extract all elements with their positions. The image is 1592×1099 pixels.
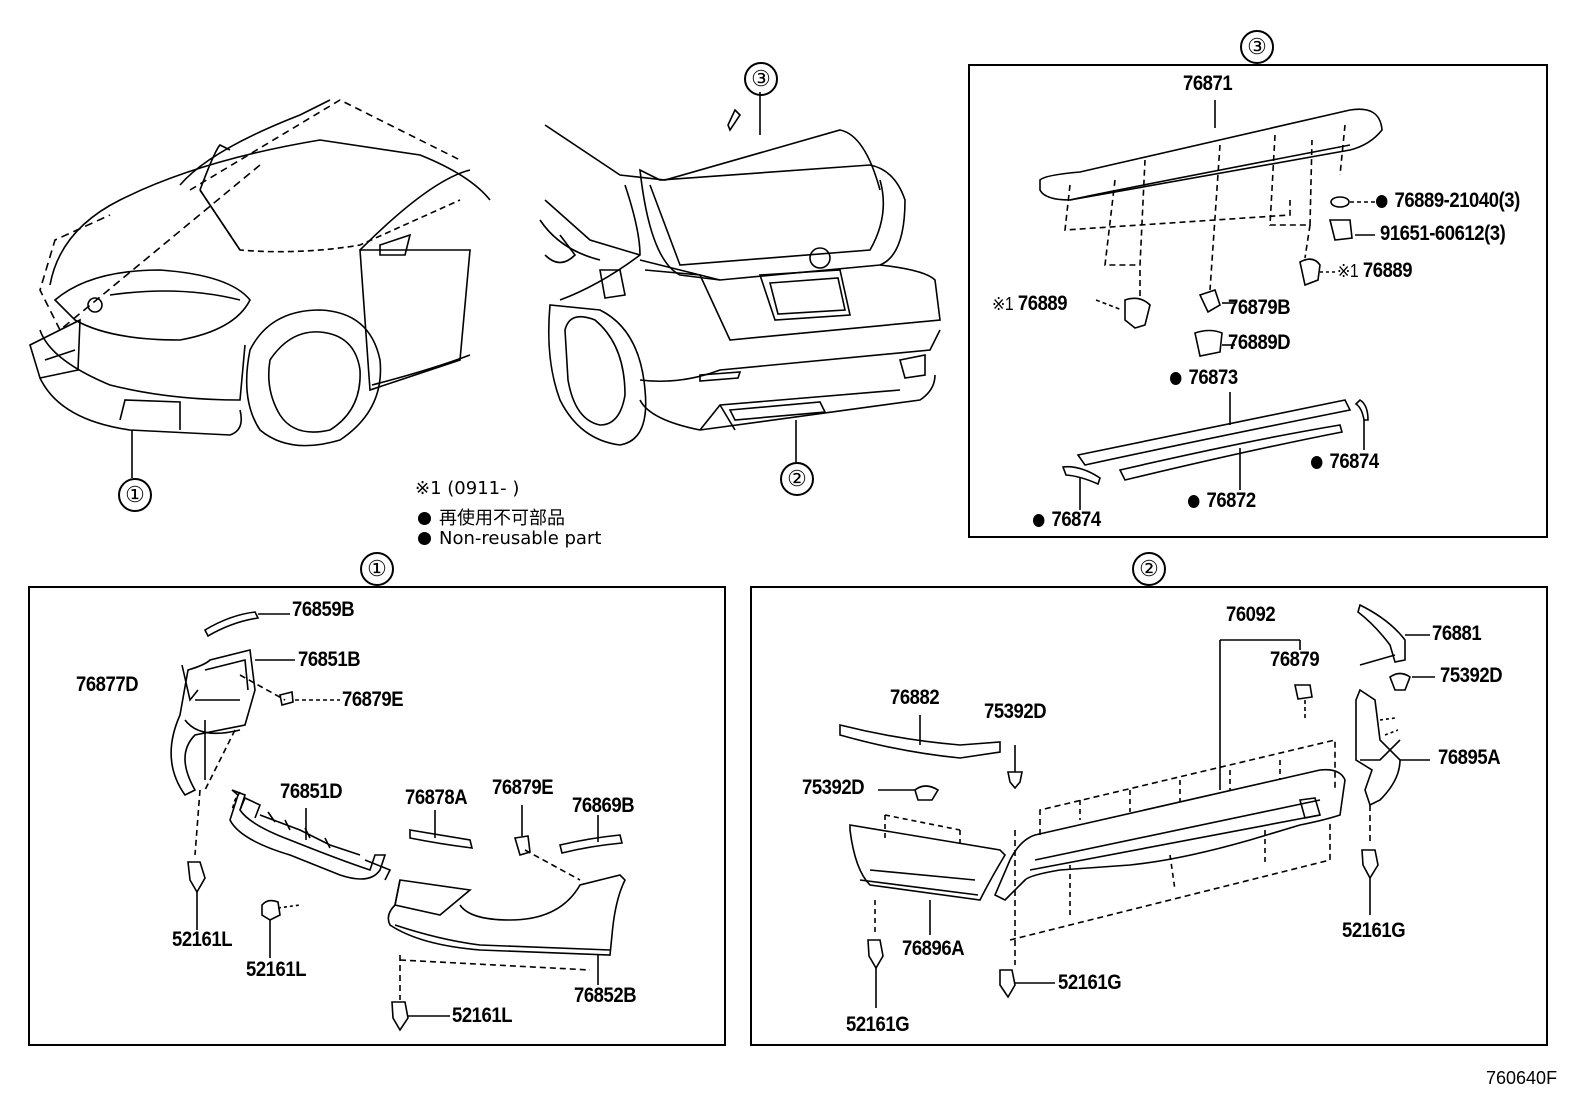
label-76889-right: ※1 76889 bbox=[1337, 259, 1413, 283]
box-front-detail bbox=[28, 586, 726, 1046]
bullet-icon bbox=[1170, 372, 1182, 385]
callout-3-rear-car: ③ bbox=[744, 62, 778, 96]
callout-3-box: ③ bbox=[1240, 30, 1274, 64]
label-76869b: 76869B bbox=[572, 794, 635, 817]
label-76877d: 76877D bbox=[76, 673, 139, 696]
legend-jp-text: 再使用不可部品 bbox=[439, 508, 565, 529]
label-76871: 76871 bbox=[1183, 72, 1233, 95]
legend-note: ※1 (0911- ) bbox=[415, 478, 519, 499]
label-75392d-c: 75392D bbox=[802, 776, 865, 799]
label-52161l-c: 52161L bbox=[452, 1004, 513, 1027]
label-52161l-a: 52161L bbox=[172, 928, 233, 951]
label-76874-right-text: 76874 bbox=[1329, 450, 1379, 473]
callout-1-box: ① bbox=[360, 552, 394, 586]
bullet-icon bbox=[1376, 195, 1388, 208]
label-52161g-a: 52161G bbox=[1342, 919, 1406, 942]
bullet-icon bbox=[1033, 514, 1045, 527]
label-76872-text: 76872 bbox=[1206, 489, 1256, 512]
box3-artwork bbox=[1039, 100, 1383, 510]
label-76896a: 76896A bbox=[902, 937, 965, 960]
box2-artwork bbox=[839, 603, 1435, 1008]
label-76878a: 76878A bbox=[405, 786, 468, 809]
label-76882: 76882 bbox=[890, 686, 940, 709]
label-52161g-c: 52161G bbox=[846, 1013, 910, 1036]
label-76852b: 76852B bbox=[574, 984, 637, 1007]
callout-2-rear-car: ② bbox=[780, 462, 814, 496]
box1-artwork bbox=[170, 611, 626, 1032]
front-car-illustration bbox=[29, 99, 491, 478]
label-76881: 76881 bbox=[1432, 622, 1482, 645]
box-rear-detail bbox=[750, 586, 1548, 1046]
bullet-icon bbox=[1188, 495, 1200, 508]
label-75392d-b: 75392D bbox=[984, 700, 1047, 723]
label-76879: 76879 bbox=[1270, 648, 1320, 671]
label-76874-right: 76874 bbox=[1311, 450, 1379, 474]
label-52161l-b: 52161L bbox=[246, 958, 307, 981]
legend-note-range: (0911- ) bbox=[447, 478, 520, 499]
bullet-icon bbox=[418, 532, 431, 545]
label-76895a: 76895A bbox=[1438, 746, 1501, 769]
label-76851d: 76851D bbox=[280, 780, 343, 803]
label-76889-21040: 76889-21040(3) bbox=[1376, 189, 1520, 213]
label-76859b: 76859B bbox=[292, 598, 355, 621]
callout-2-box: ② bbox=[1132, 552, 1166, 586]
label-76889d: 76889D bbox=[1228, 331, 1291, 354]
label-76889-21040-text: 76889-21040(3) bbox=[1394, 189, 1520, 212]
label-76889-left-text: 76889 bbox=[1017, 292, 1068, 315]
label-76874-left-text: 76874 bbox=[1051, 508, 1101, 531]
bullet-icon bbox=[418, 512, 431, 525]
label-76874-left: 76874 bbox=[1033, 508, 1101, 532]
label-76889-right-text: 76889 bbox=[1362, 259, 1413, 282]
label-75392d-a: 75392D bbox=[1440, 664, 1503, 687]
label-91651: 91651-60612(3) bbox=[1380, 222, 1506, 245]
label-76889-left: ※1 76889 bbox=[992, 292, 1068, 316]
label-76092: 76092 bbox=[1226, 603, 1276, 626]
label-76851b: 76851B bbox=[298, 648, 361, 671]
legend-en: Non-reusable part bbox=[418, 528, 601, 549]
label-52161g-b: 52161G bbox=[1058, 971, 1122, 994]
legend-note-prefix: ※1 bbox=[415, 478, 442, 499]
label-76873: 76873 bbox=[1170, 366, 1238, 390]
mark-1: ※1 bbox=[992, 294, 1014, 314]
legend-jp: 再使用不可部品 bbox=[418, 504, 565, 530]
bullet-icon bbox=[1311, 456, 1323, 469]
rear-car-illustration bbox=[539, 92, 941, 462]
box-spoiler-detail bbox=[968, 64, 1548, 538]
label-76879e-b: 76879E bbox=[492, 776, 554, 799]
label-76872: 76872 bbox=[1188, 489, 1256, 513]
callout-1-front: ① bbox=[118, 478, 152, 512]
mark-1: ※1 bbox=[1337, 261, 1359, 281]
label-76879e-a: 76879E bbox=[342, 688, 404, 711]
label-76879b: 76879B bbox=[1228, 296, 1291, 319]
label-76873-text: 76873 bbox=[1188, 366, 1238, 389]
drawing-code: 760640F bbox=[1486, 1068, 1558, 1088]
legend-en-text: Non-reusable part bbox=[439, 528, 602, 549]
